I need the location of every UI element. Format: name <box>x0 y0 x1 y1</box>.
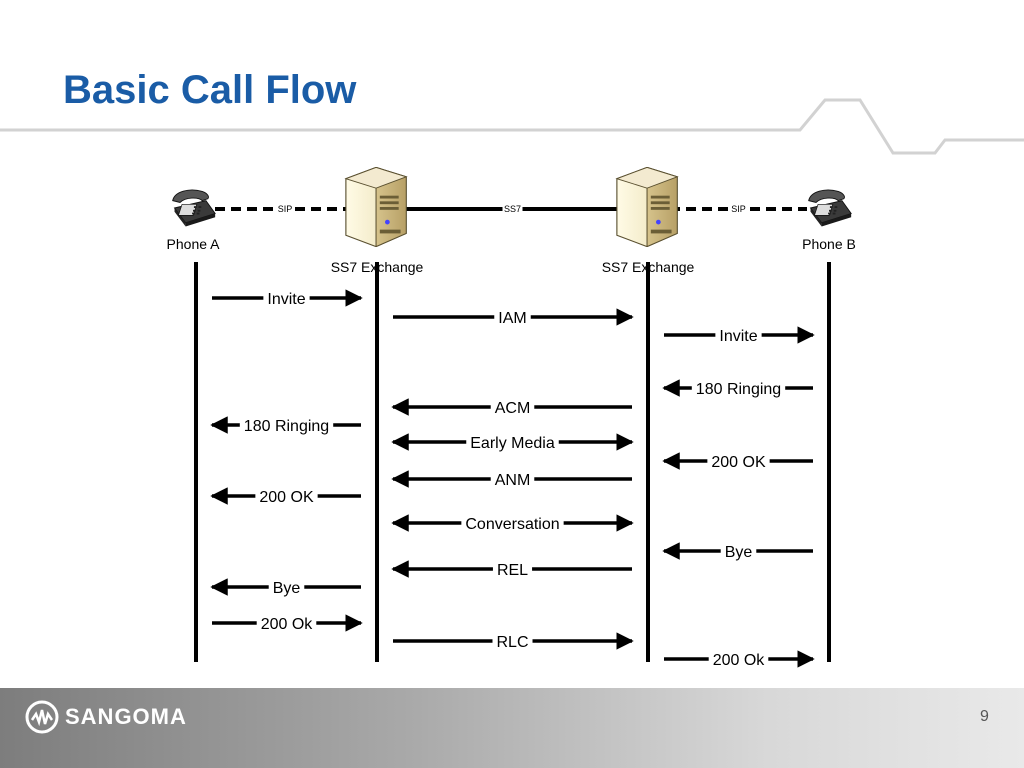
message-label: 200 OK <box>711 454 766 471</box>
link-label: SIP <box>731 204 746 214</box>
message-label: Bye <box>725 544 753 561</box>
message-label: IAM <box>498 310 526 327</box>
node-label: Phone A <box>167 236 221 252</box>
link-label-background <box>728 203 749 214</box>
link-label-background <box>502 203 523 214</box>
link-label-background <box>275 203 295 214</box>
message-label: 200 OK <box>259 489 314 506</box>
message-arrow: Bye <box>210 578 361 597</box>
message-arrow: ACM <box>391 398 632 417</box>
message-arrow: 200 OK <box>662 452 813 471</box>
message-arrow: 180 Ringing <box>662 379 813 398</box>
message-arrow: Conversation <box>391 514 634 533</box>
message-label: 200 Ok <box>713 652 766 669</box>
message-arrow: Invite <box>664 326 815 345</box>
slide-title: Basic Call Flow <box>63 68 357 112</box>
link-label: SS7 <box>504 204 521 214</box>
sangoma-logo-icon <box>25 700 59 734</box>
link-label: SIP <box>278 204 293 214</box>
sangoma-logo: SANGOMA <box>25 700 187 734</box>
message-label: Early Media <box>470 435 555 452</box>
header-divider <box>0 98 1024 155</box>
message-label: RLC <box>496 634 528 651</box>
message-arrow: 200 Ok <box>212 614 363 633</box>
page-number: 9 <box>980 708 989 725</box>
brand-name: SANGOMA <box>65 704 187 729</box>
server-icon <box>345 167 407 247</box>
message-arrow: Invite <box>212 289 363 308</box>
message-label: REL <box>497 562 528 579</box>
message-label: 200 Ok <box>261 616 314 633</box>
message-label: ANM <box>495 472 531 489</box>
phone-icon <box>172 189 216 227</box>
message-label: 180 Ringing <box>696 381 781 398</box>
message-arrow: ANM <box>391 470 632 489</box>
message-arrow: REL <box>391 560 632 579</box>
message-arrow: IAM <box>393 308 634 327</box>
message-arrow: Bye <box>662 542 813 561</box>
message-arrow: 200 OK <box>210 487 361 506</box>
message-label: ACM <box>495 400 531 417</box>
footer-bar: SANGOMA 9 <box>0 688 1024 768</box>
phone-icon <box>808 189 852 227</box>
message-arrow: 200 Ok <box>664 650 815 669</box>
message-arrow: RLC <box>393 632 634 651</box>
message-arrow: 180 Ringing <box>210 416 361 435</box>
node-label: Phone B <box>802 236 856 252</box>
message-label: Conversation <box>465 516 559 533</box>
message-label: 180 Ringing <box>244 418 329 435</box>
server-icon <box>616 167 678 247</box>
message-label: Bye <box>273 580 301 597</box>
message-label: Invite <box>719 328 757 345</box>
message-arrow: Early Media <box>391 433 634 452</box>
message-label: Invite <box>267 291 305 308</box>
